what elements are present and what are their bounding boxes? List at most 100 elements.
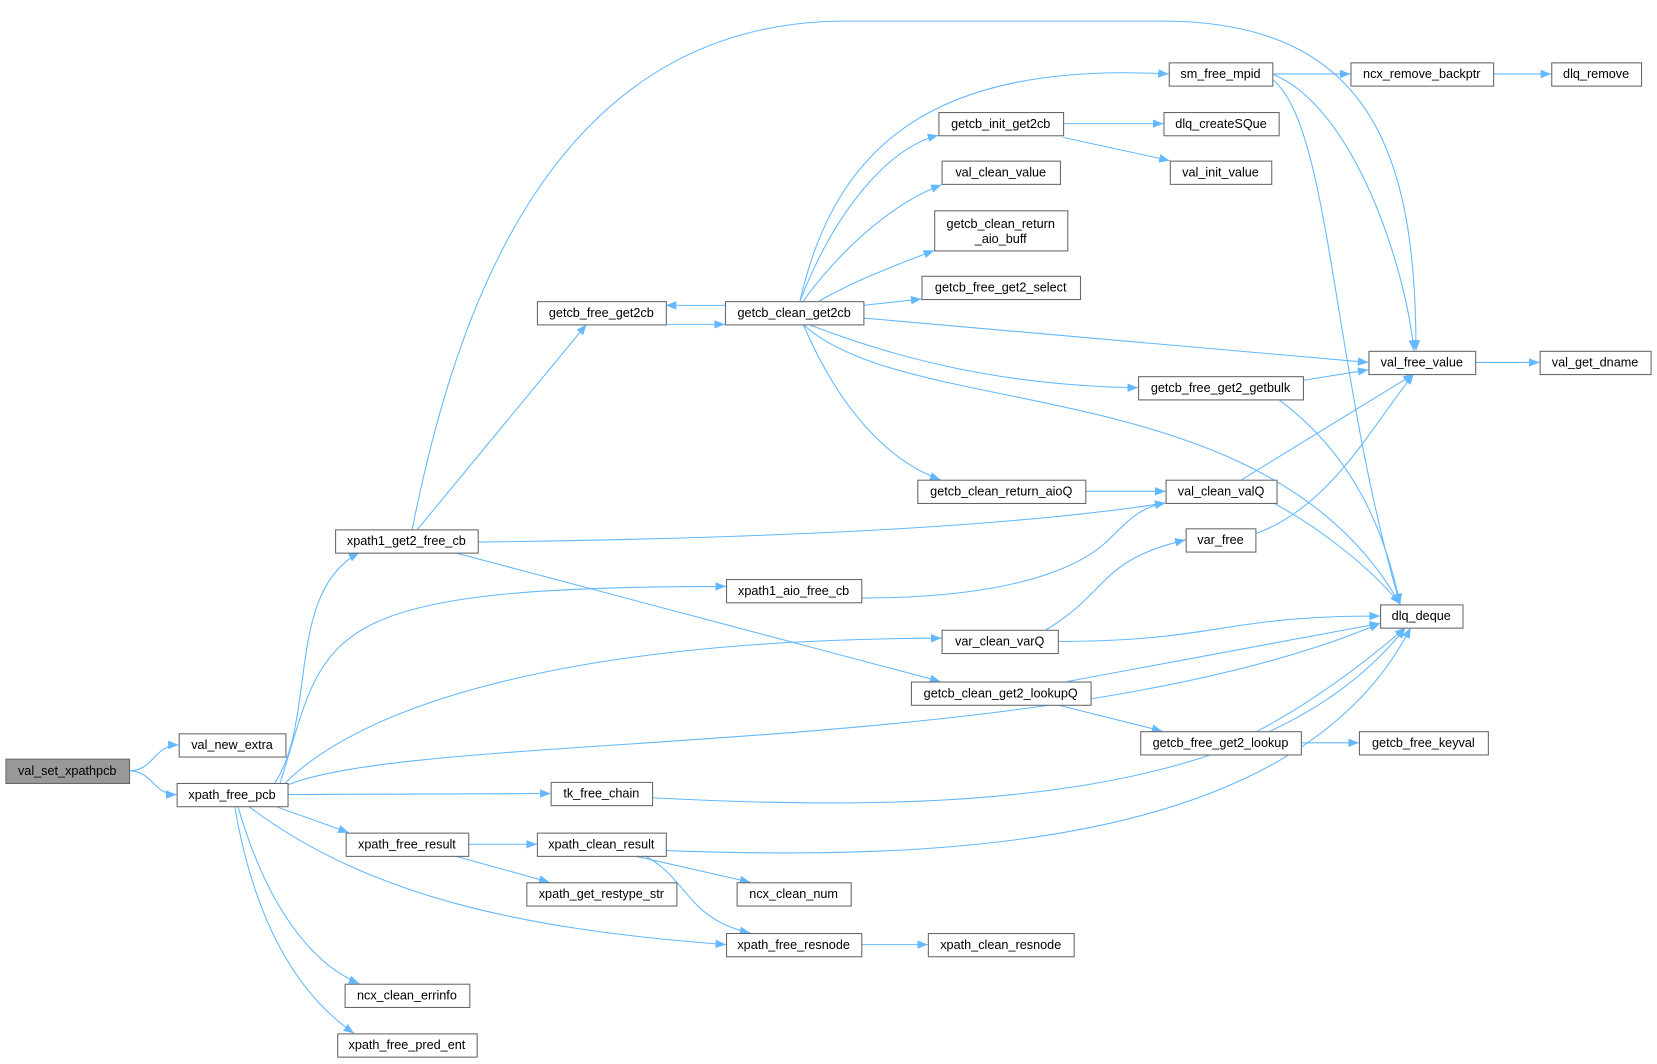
node-label: getcb_init_get2cb [951, 117, 1050, 131]
node-xpath_free_result[interactable]: xpath_free_result [345, 832, 470, 857]
node-box [345, 832, 470, 857]
node-xpath_get_restype_str[interactable]: xpath_get_restype_str [526, 882, 678, 907]
node-label: ncx_clean_errinfo [357, 989, 457, 1003]
node-box [1350, 62, 1495, 87]
node-val_get_dname[interactable]: val_get_dname [1539, 350, 1652, 376]
edge-val_set_xpathpcb-to-val_new_extra [129, 740, 179, 772]
node-dlq_remove[interactable]: dlq_remove [1551, 62, 1643, 87]
node-box [1368, 350, 1477, 376]
nodes-layer: val_set_xpathpcb val_new_extra xpath_free_… [5, 62, 1652, 1058]
node-getcb_clean_return_aio_buff[interactable]: getcb_clean_return_aio_buff [934, 210, 1069, 252]
edge-xpath_clean_result-to-xpath_free_resnode [644, 855, 751, 935]
node-label: getcb_clean_return_aioQ [930, 485, 1072, 499]
edge-getcb_clean_get2_lookupQ-to-getcb_free_get2_lookup [1056, 704, 1163, 733]
node-xpath_clean_result[interactable]: xpath_clean_result [536, 832, 667, 857]
node-label: ncx_clean_num [749, 887, 838, 901]
node-xpath1_get2_free_cb[interactable]: xpath1_get2_free_cb [335, 529, 479, 554]
node-box [536, 832, 667, 857]
node-label: _aio_buff [974, 232, 1027, 246]
edge-xpath_free_pcb-to-dlq_deque [287, 622, 1381, 786]
node-label: var_clean_varQ [955, 635, 1044, 649]
edge-getcb_clean_get2cb-to-getcb_clean_return_aioQ [802, 324, 941, 481]
edge-xpath_free_pcb-to-xpath_free_result [274, 805, 349, 834]
node-dlq_createSQue[interactable]: dlq_createSQue [1163, 112, 1280, 137]
node-box [938, 112, 1065, 137]
edge-xpath_free_pcb-to-xpath_free_pred_ent [234, 806, 355, 1034]
node-dlq_deque[interactable]: dlq_deque [1380, 604, 1464, 629]
node-getcb_clean_get2_lookupQ[interactable]: getcb_clean_get2_lookupQ [910, 681, 1092, 706]
node-box [934, 210, 1069, 252]
node-label: getcb_free_keyval [1372, 736, 1475, 750]
node-box [5, 758, 131, 784]
edge-xpath1_get2_free_cb-to-getcb_free_get2cb [417, 324, 587, 530]
node-box [1551, 62, 1643, 87]
node-val_set_xpathpcb[interactable]: val_set_xpathpcb [5, 758, 131, 784]
edge-sm_free_mpid-to-dlq_deque [1271, 78, 1402, 605]
edge-getcb_clean_get2cb-to-getcb_init_get2cb [799, 133, 939, 302]
node-box [1163, 112, 1280, 137]
node-box [178, 733, 287, 758]
node-xpath_free_pred_ent[interactable]: xpath_free_pred_ent [337, 1033, 478, 1058]
node-getcb_free_get2cb[interactable]: getcb_free_get2cb [536, 301, 667, 326]
node-getcb_init_get2cb[interactable]: getcb_init_get2cb [938, 112, 1065, 137]
node-getcb_free_get2_lookup[interactable]: getcb_free_get2_lookup [1140, 731, 1302, 756]
node-box [927, 932, 1075, 958]
edge-xpath1_get2_free_cb-to-val_free_value [411, 20, 1421, 530]
node-tk_free_chain[interactable]: tk_free_chain [550, 781, 654, 807]
node-label: xpath_free_resnode [737, 938, 850, 952]
node-label: val_set_xpathpcb [18, 764, 117, 778]
node-label: getcb_free_get2cb [549, 306, 654, 320]
node-var_free[interactable]: var_free [1185, 528, 1257, 553]
node-label: xpath_free_pred_ent [349, 1038, 466, 1052]
node-xpath_free_resnode[interactable]: xpath_free_resnode [726, 932, 863, 958]
node-label: dlq_createSQue [1175, 117, 1266, 131]
node-box [726, 932, 863, 958]
edge-tk_free_chain-to-dlq_deque [652, 627, 1406, 804]
node-box [1169, 160, 1273, 185]
edge-getcb_clean_get2cb-to-getcb_clean_return_aio_buff [818, 249, 935, 302]
edge-xpath_free_pcb-to-xpath1_aio_free_cb [279, 582, 727, 784]
node-box [921, 275, 1082, 301]
edge-xpath_free_result-to-xpath_get_restype_str [454, 855, 550, 884]
node-getcb_free_get2_select[interactable]: getcb_free_get2_select [921, 275, 1082, 301]
node-ncx_clean_num[interactable]: ncx_clean_num [736, 882, 852, 907]
node-sm_free_mpid[interactable]: sm_free_mpid [1168, 62, 1274, 87]
node-getcb_free_keyval[interactable]: getcb_free_keyval [1358, 731, 1489, 756]
node-getcb_free_get2_getbulk[interactable]: getcb_free_get2_getbulk [1138, 376, 1304, 401]
node-ncx_remove_backptr[interactable]: ncx_remove_backptr [1350, 62, 1495, 87]
edge-getcb_clean_get2cb-to-getcb_free_get2_select [863, 295, 922, 306]
node-box [736, 882, 852, 907]
node-val_new_extra[interactable]: val_new_extra [178, 733, 287, 758]
node-label: getcb_free_get2_getbulk [1151, 381, 1291, 395]
node-label: xpath_free_result [358, 837, 456, 851]
node-label: var_free [1197, 533, 1243, 547]
node-val_init_value[interactable]: val_init_value [1169, 160, 1273, 185]
node-val_free_value[interactable]: val_free_value [1368, 350, 1477, 376]
node-box [536, 301, 667, 326]
node-label: getcb_clean_get2cb [738, 306, 851, 320]
node-box [917, 479, 1087, 504]
node-label: val_get_dname [1552, 356, 1639, 370]
edge-getcb_free_get2_lookup-to-dlq_deque [1257, 627, 1406, 732]
node-getcb_clean_get2cb[interactable]: getcb_clean_get2cb [724, 301, 865, 326]
node-var_clean_varQ[interactable]: var_clean_varQ [941, 629, 1059, 655]
node-label: xpath_get_restype_str [539, 887, 664, 901]
node-xpath_clean_resnode[interactable]: xpath_clean_resnode [927, 932, 1075, 958]
node-xpath1_aio_free_cb[interactable]: xpath1_aio_free_cb [726, 579, 863, 604]
node-label: val_clean_value [955, 165, 1046, 179]
node-xpath_free_pcb[interactable]: xpath_free_pcb [176, 782, 289, 808]
edge-val_clean_valQ-to-val_free_value [1241, 373, 1415, 481]
edge-sm_free_mpid-to-val_free_value [1272, 73, 1418, 351]
node-box [1138, 376, 1304, 401]
node-ncx_clean_errinfo[interactable]: ncx_clean_errinfo [344, 983, 471, 1008]
node-box [335, 529, 479, 554]
node-val_clean_value[interactable]: val_clean_value [941, 160, 1061, 185]
node-box [941, 629, 1059, 655]
node-box [1185, 528, 1257, 553]
node-label: dlq_remove [1563, 67, 1629, 81]
node-getcb_clean_return_aioQ[interactable]: getcb_clean_return_aioQ [917, 479, 1087, 504]
node-box [1140, 731, 1302, 756]
node-val_clean_valQ[interactable]: val_clean_valQ [1165, 479, 1278, 504]
edge-var_clean_varQ-to-dlq_deque [1057, 611, 1381, 642]
